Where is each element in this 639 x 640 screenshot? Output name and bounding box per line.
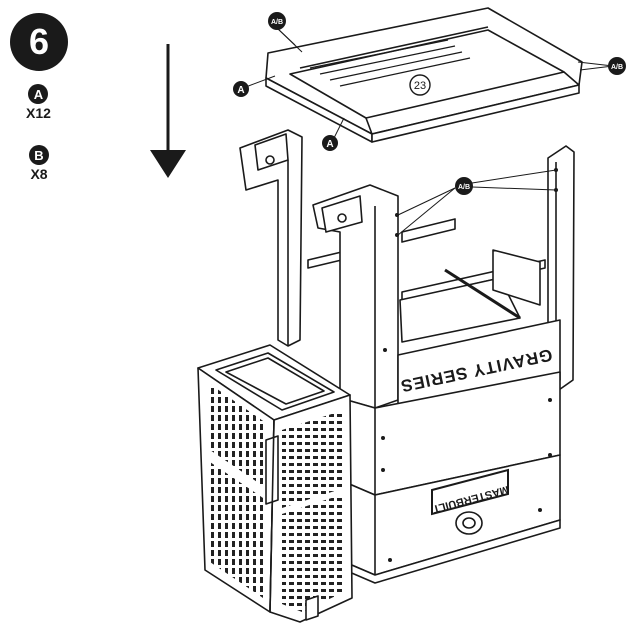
hardware-b-letter: B <box>34 147 44 163</box>
callout-ab-frame-label: A/B <box>458 184 470 191</box>
callout-ab-top: A/B <box>268 12 286 30</box>
callout-a-bottom-label: A <box>326 139 333 150</box>
hardware-b-badge: B <box>29 145 49 165</box>
hardware-b: B X8 <box>29 145 49 182</box>
frame-bolt-holes <box>381 168 558 562</box>
callout-a-left-label: A <box>237 85 244 96</box>
callout-a-left: A <box>233 81 249 97</box>
part-number-circle <box>409 74 431 96</box>
callout-a-bottom: A <box>322 135 338 151</box>
hopper <box>197 344 353 623</box>
top-tray-part <box>265 7 583 143</box>
part-number-label: 23 <box>414 80 426 92</box>
step-number: 6 <box>28 21 50 62</box>
callout-ab-top-label: A/B <box>271 19 283 26</box>
hardware-a-letter: A <box>33 86 44 102</box>
drawer-handle-icon <box>455 511 483 535</box>
down-arrow-icon <box>150 44 186 178</box>
callout-ab-right-label: A/B <box>611 64 623 71</box>
callout-leaders-frame <box>397 169 557 236</box>
hardware-a-quantity: X12 <box>26 105 51 121</box>
hardware-a: A X12 <box>26 84 51 121</box>
step-number-badge: 6 <box>10 13 68 71</box>
callout-ab-right: A/B <box>608 57 626 75</box>
callout-leaders-tray <box>242 27 614 141</box>
callout-ab-frame: A/B <box>455 177 473 195</box>
hardware-b-quantity: X8 <box>30 166 48 182</box>
hardware-a-badge: A <box>28 84 49 104</box>
